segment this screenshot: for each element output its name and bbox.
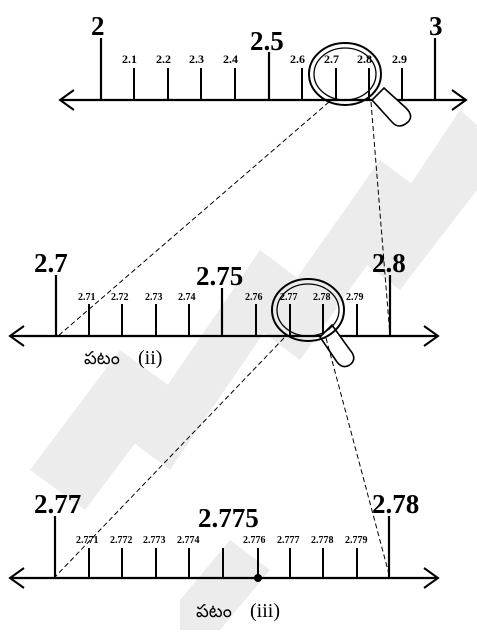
minor-label: 2.774 [177, 535, 200, 546]
minor-label: 2.73 [145, 292, 163, 303]
arrow-left-icon [8, 567, 25, 589]
minor-label: 2.773 [143, 535, 166, 546]
major-label: 2.78 [372, 489, 419, 519]
minor-label: 2.2 [156, 52, 171, 66]
magnifier-icon [271, 278, 355, 368]
major-label: 2.8 [372, 248, 406, 278]
number-line-2: 2.7 2.75 2.8 2.71 2.72 2.73 2.74 2.76 2.… [8, 248, 440, 369]
minor-label: 2.76 [245, 292, 263, 303]
major-label: 2.75 [196, 261, 243, 291]
magnifier-icon [308, 42, 412, 127]
major-label: 2.5 [250, 26, 284, 56]
minor-label: 2.74 [178, 292, 196, 303]
minor-label: 2.72 [111, 292, 129, 303]
arrow-right-icon [451, 89, 468, 111]
minor-label: 2.77 [280, 292, 298, 303]
major-label: 2 [91, 11, 105, 41]
zoom-guide [370, 101, 391, 337]
major-label: 2.7 [34, 248, 68, 278]
zoom-guide [57, 101, 330, 337]
minor-label: 2.771 [76, 535, 99, 546]
minor-label: 2.777 [277, 535, 300, 546]
arrow-left-icon [58, 89, 75, 111]
minor-label: 2.7 [324, 52, 339, 66]
minor-label: 2.79 [346, 292, 364, 303]
figure-caption-telugu: పటం [84, 348, 120, 369]
major-label: 3 [429, 11, 443, 41]
minor-label: 2.1 [122, 52, 137, 66]
major-label: 2.77 [34, 489, 81, 519]
arrow-right-icon [423, 325, 440, 347]
minor-label: 2.6 [290, 52, 305, 66]
minor-label: 2.8 [357, 52, 372, 66]
figure-caption-telugu: పటం [196, 601, 232, 622]
arrow-left-icon [8, 325, 25, 347]
minor-label: 2.772 [110, 535, 133, 546]
number-line-3: 2.77 2.775 2.78 2.771 2.772 2.773 2.774 … [8, 489, 440, 622]
minor-label: 2.778 [311, 535, 334, 546]
figure-caption-number: (ii) [138, 347, 162, 369]
midpoint-dot [254, 574, 262, 582]
major-label: 2.775 [198, 503, 259, 533]
zoom-guide [325, 337, 391, 579]
minor-label: 2.779 [345, 535, 368, 546]
minor-label: 2.776 [243, 535, 266, 546]
minor-label: 2.4 [223, 52, 238, 66]
number-line-1: 2 2.5 3 2.1 2.2 2.3 2.4 2.6 2.7 2.8 2.9 [58, 11, 468, 127]
minor-label: 2.71 [78, 292, 96, 303]
figure-caption-number: (iii) [250, 600, 280, 622]
minor-label: 2.78 [313, 292, 331, 303]
arrow-right-icon [423, 567, 440, 589]
minor-label: 2.3 [189, 52, 204, 66]
minor-label: 2.9 [392, 52, 407, 66]
